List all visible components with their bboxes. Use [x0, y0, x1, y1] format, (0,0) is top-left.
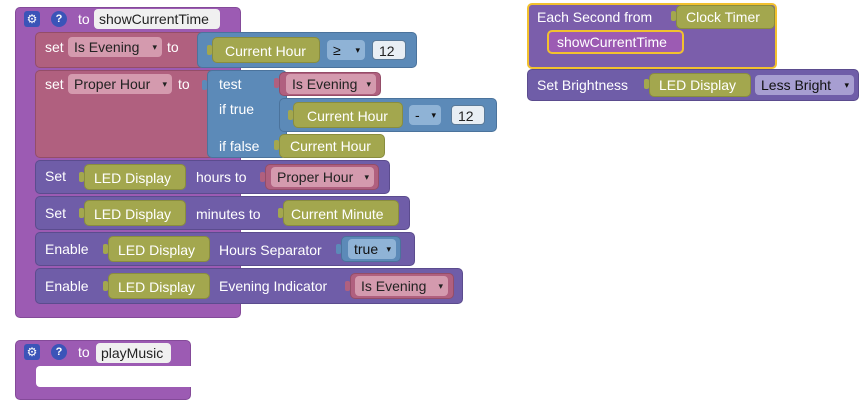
dropdown-arrow-icon: ▾ [386, 244, 391, 254]
call-label: showCurrentTime [557, 34, 667, 50]
dropdown-arrow-icon: ▾ [844, 80, 849, 90]
current-hour-block[interactable] [212, 37, 320, 63]
hours-to-label: hours to [196, 169, 247, 185]
current-hour-label: Current Hour [225, 43, 306, 59]
number-field[interactable]: 12 [451, 105, 485, 125]
connector-nub [103, 281, 108, 291]
led-display-block[interactable] [649, 73, 751, 97]
boolean-dropdown-label: true [354, 241, 379, 257]
set-label: Set [45, 168, 67, 184]
if-false-label: if false [219, 138, 260, 154]
set-brightness-label: Set Brightness [537, 77, 629, 93]
connector-nub [336, 244, 341, 254]
test-label: test [219, 76, 242, 92]
gear-icon[interactable]: ⚙ [24, 11, 40, 27]
set-label: set [45, 39, 64, 55]
dropdown-arrow-icon: ▾ [355, 45, 360, 55]
current-minute-block[interactable] [283, 200, 399, 226]
connector-nub [274, 78, 279, 88]
event-label: Each Second from [537, 9, 653, 25]
led-display-block[interactable] [84, 200, 186, 226]
variable-dropdown-label: Is Evening [361, 278, 427, 294]
enable-label: Enable [45, 241, 89, 257]
connector-nub [274, 108, 279, 118]
variable-dropdown[interactable]: Is Evening ▾ [355, 276, 448, 296]
led-display-label: LED Display [659, 77, 737, 93]
variable-dropdown[interactable]: Is Evening ▾ [286, 74, 376, 94]
connector-nub [288, 110, 293, 120]
enable-label: Enable [45, 278, 89, 294]
variable-dropdown[interactable]: Proper Hour ▾ [271, 167, 374, 187]
help-icon[interactable]: ? [51, 344, 67, 360]
if-then-else-block[interactable] [207, 70, 287, 158]
procedure-name-field[interactable]: playMusic [96, 343, 171, 363]
evening-indicator-label: Evening Indicator [219, 278, 328, 294]
compare-operator-dropdown[interactable]: ≥▾ [327, 40, 365, 60]
led-display-block[interactable] [108, 236, 210, 262]
current-hour-block[interactable] [293, 102, 403, 128]
to-label: to [167, 39, 179, 55]
variable-dropdown-label: Proper Hour [277, 169, 354, 185]
led-display-label: LED Display [94, 170, 172, 186]
led-display-label: LED Display [94, 206, 172, 222]
current-hour-label: Current Hour [290, 138, 371, 154]
dropdown-arrow-icon: ▾ [431, 110, 436, 120]
dropdown-arrow-icon: ▾ [438, 281, 443, 291]
connector-nub [79, 208, 84, 218]
gear-icon[interactable]: ⚙ [24, 344, 40, 360]
procedure-to-label: to [78, 11, 90, 27]
led-display-label: LED Display [118, 279, 196, 295]
brightness-dropdown[interactable]: Less Bright ▾ [755, 75, 854, 95]
connector-nub [202, 80, 207, 90]
current-minute-label: Current Minute [291, 206, 384, 222]
brightness-dropdown-label: Less Bright [761, 77, 832, 93]
connector-nub [644, 79, 649, 89]
clock-timer-block[interactable] [676, 5, 775, 29]
variable-dropdown[interactable]: Is Evening ▾ [68, 37, 162, 57]
variable-dropdown-label: Is Evening [292, 76, 358, 92]
boolean-dropdown[interactable]: true ▾ [348, 239, 396, 259]
set-label: Set [45, 205, 67, 221]
led-display-block[interactable] [108, 273, 210, 299]
set-label: set [45, 76, 64, 92]
dropdown-arrow-icon: ▾ [364, 172, 369, 182]
help-icon[interactable]: ? [51, 11, 67, 27]
led-display-block[interactable] [84, 164, 186, 190]
clock-timer-label: Clock Timer [686, 9, 760, 25]
led-display-label: LED Display [118, 242, 196, 258]
variable-dropdown[interactable]: Proper Hour ▾ [68, 74, 172, 94]
minutes-to-label: minutes to [196, 206, 261, 222]
number-field[interactable]: 12 [372, 40, 406, 60]
dropdown-arrow-icon: ▾ [366, 79, 371, 89]
math-operator-dropdown[interactable]: -▾ [409, 105, 441, 125]
call-block-showcurrenttime[interactable] [547, 30, 684, 54]
current-hour-block[interactable] [279, 134, 385, 158]
variable-dropdown-label: Is Evening [74, 39, 140, 55]
connector-nub [671, 11, 676, 21]
procedure-empty-slot [36, 366, 191, 387]
current-hour-label: Current Hour [307, 108, 388, 124]
connector-nub [79, 172, 84, 182]
hours-separator-label: Hours Separator [219, 242, 322, 258]
operator-label: ≥ [333, 42, 341, 58]
dropdown-arrow-icon: ▾ [152, 42, 157, 52]
operator-label: - [415, 107, 420, 123]
connector-nub [103, 244, 108, 254]
connector-nub [274, 140, 279, 150]
procedure-to-label: to [78, 344, 90, 360]
connector-nub [278, 208, 283, 218]
to-label: to [178, 76, 190, 92]
procedure-name-field[interactable]: showCurrentTime [94, 9, 220, 29]
dropdown-arrow-icon: ▾ [162, 79, 167, 89]
connector-nub [207, 45, 212, 55]
connector-nub [345, 281, 350, 291]
if-true-label: if true [219, 101, 255, 117]
variable-dropdown-label: Proper Hour [74, 76, 151, 92]
connector-nub [260, 172, 265, 182]
